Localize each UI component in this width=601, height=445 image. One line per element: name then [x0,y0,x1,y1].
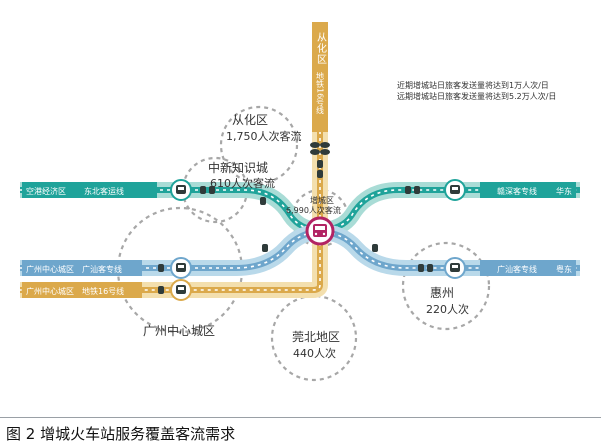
label-east-top-end: 华东 [556,186,572,196]
label-bar-west-mid [22,260,142,276]
note-near-term: 近期增城站日旅客发送量将达到1万人次/日 [397,80,549,90]
label-west-bottom-line: 地铁16号线 [82,286,124,296]
label-bar-north [312,22,328,132]
label-west-top-line: 东北客运线 [84,186,124,196]
dongguan-north-flow: 440人次 [293,346,336,360]
zhongxin-name: 中新知识城 [208,160,268,175]
label-west-top-end: 空港经济区 [26,186,66,196]
label-north-metro: 地铁16号线 [316,71,325,114]
node-east-bottom [444,257,466,279]
label-west-mid-end: 广州中心城区 [26,264,74,274]
zengcheng-station-node [305,216,335,246]
station-flow: 6,990人次客流 [286,205,341,215]
label-west-bottom-end: 广州中心城区 [26,286,74,296]
label-north-top: 从化区 [315,32,327,65]
caption-area: 图 2 增城火车站服务覆盖客流需求 [0,417,601,445]
huizhou-flow: 220人次 [426,302,469,316]
node-east-top [444,179,466,201]
label-bar-east-top [480,182,576,198]
note-long-term: 远期增城站日旅客发送量将达到5.2万人次/日 [397,91,556,101]
conghua-name: 从化区 [232,113,268,127]
station-name: 增城区 [310,195,334,205]
dongguan-north-name: 莞北地区 [292,330,340,344]
caption-divider [0,417,601,418]
figure-caption: 图 2 增城火车站服务覆盖客流需求 [6,425,236,443]
label-west-mid-line: 广汕客专线 [82,264,122,274]
zhongxin-flow: 610人次客流 [210,176,275,190]
coverage-circle-huizhou [401,241,491,331]
label-bar-west-bottom [22,282,142,298]
label-east-top-line: 赣深客专线 [497,186,537,196]
north-train-cluster [310,142,330,155]
train-markers [158,160,433,294]
guangzhou-center-name: 广州中心城区 [143,323,215,338]
coverage-circle-dongguan [270,294,358,382]
node-west-top [170,179,192,201]
node-west-mid [170,257,192,279]
label-east-bottom-end: 粤东 [556,264,572,274]
label-bar-east-bottom [480,260,576,276]
huizhou-name: 惠州 [430,286,454,300]
coverage-circle-conghua [219,105,299,185]
node-west-bottom [170,279,192,301]
label-east-bottom-line: 广汕客专线 [497,264,537,274]
conghua-flow: 1,750人次客流 [226,129,302,143]
gold-line [20,40,328,298]
label-bar-west-top [22,182,157,198]
